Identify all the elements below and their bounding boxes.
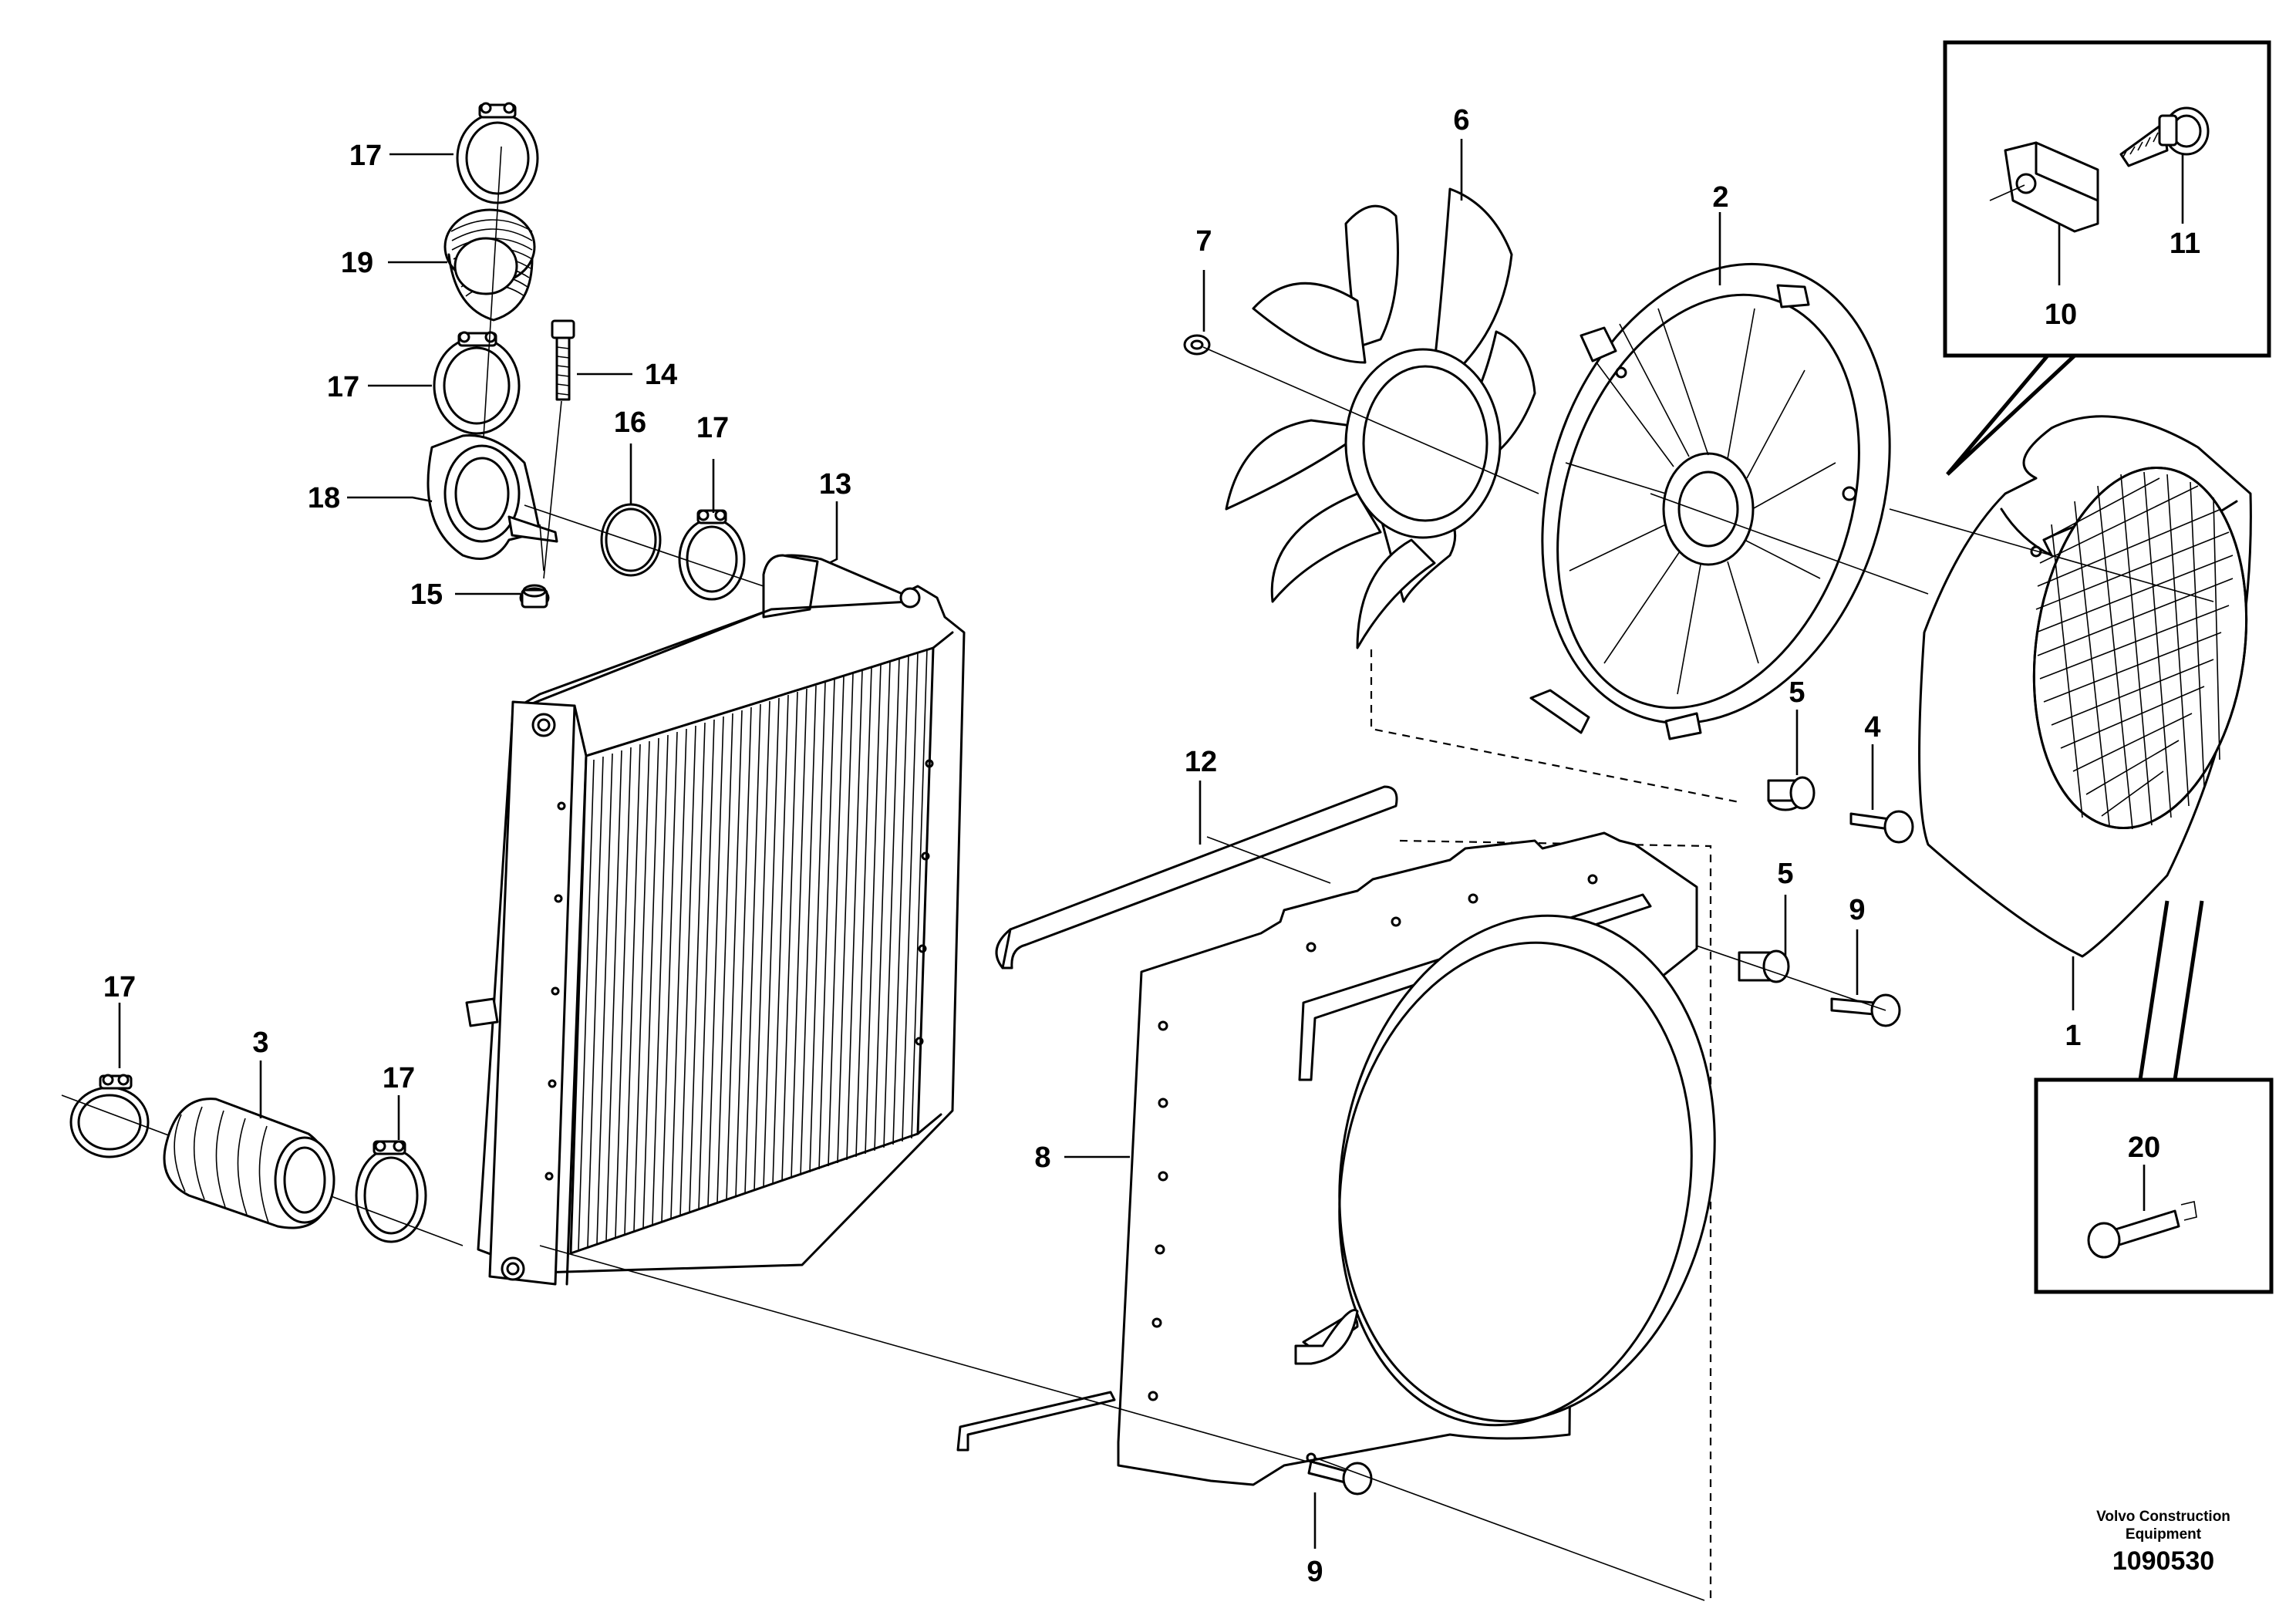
maker-name-line1: Volvo Construction <box>2096 1509 2230 1525</box>
callout-19: 19 <box>341 247 373 279</box>
spacer-5-lower <box>1738 949 1790 983</box>
cooler-13 <box>465 554 966 1286</box>
bolt-9-right <box>1830 993 1901 1027</box>
callout-9: 9 <box>1306 1556 1323 1588</box>
fan-ring-2 <box>1529 262 1891 740</box>
callout-17: 17 <box>696 412 729 444</box>
callout-5: 5 <box>1789 676 1805 709</box>
washer-7 <box>1183 334 1211 356</box>
callout-4: 4 <box>1864 711 1880 744</box>
spacer-5-upper <box>1767 776 1816 811</box>
leader-lines <box>118 139 2184 1549</box>
callout-14: 14 <box>645 359 677 391</box>
callout-16: 16 <box>614 406 646 439</box>
o-ring-16 <box>600 503 662 577</box>
callout-11: 11 <box>2170 228 2200 260</box>
hose-clamp-17-elbow <box>678 509 746 601</box>
cooler-core-fins <box>578 648 928 1250</box>
callout-7: 7 <box>1195 225 1212 258</box>
guard-1 <box>1918 415 2252 958</box>
callout-13: 13 <box>819 468 851 501</box>
callout-17: 17 <box>349 140 382 172</box>
elbow-18 <box>426 433 558 572</box>
bellows-19 <box>443 208 536 322</box>
drawing-number: 1090530 <box>2112 1546 2214 1576</box>
bolt-4 <box>1849 810 1914 844</box>
drawing-footer: Volvo Construction Equipment 1090530 <box>2096 1509 2230 1576</box>
seal-strip-12 <box>995 785 1398 969</box>
fan-6 <box>1225 187 1536 649</box>
detail-box-10-11 <box>1943 40 2271 476</box>
callout-17: 17 <box>103 971 136 1003</box>
callout-labels: 17 19 17 14 16 17 18 15 13 6 7 2 11 10 5… <box>103 104 2200 1588</box>
hose-3 <box>163 1098 335 1229</box>
callout-20: 20 <box>2128 1131 2160 1164</box>
callout-17: 17 <box>383 1062 415 1094</box>
hose-clamp-17-lower-left <box>69 1074 150 1158</box>
callout-17: 17 <box>327 371 359 403</box>
mount-guide-lower <box>1399 839 1712 1600</box>
callout-6: 6 <box>1453 104 1469 137</box>
seal-strip-lower <box>956 1391 1116 1452</box>
hose-clamp-17-top <box>456 102 539 204</box>
bolt-14 <box>543 319 575 579</box>
fan-shroud-8 <box>1117 831 1716 1486</box>
callout-3: 3 <box>252 1027 268 1059</box>
hose-clamp-17-mid <box>433 331 521 435</box>
callout-2: 2 <box>1712 181 1728 214</box>
callout-18: 18 <box>308 482 340 514</box>
callout-1: 1 <box>2065 1020 2081 1052</box>
nut-15 <box>519 584 550 609</box>
guard-mesh <box>2035 471 2234 830</box>
detail-box-20 <box>2034 900 2274 1294</box>
callout-10: 10 <box>2045 298 2077 331</box>
hose-clamp-17-lower-right <box>355 1140 427 1243</box>
callout-12: 12 <box>1185 746 1217 778</box>
callout-8: 8 <box>1034 1141 1050 1174</box>
maker-name-line2: Equipment <box>2126 1526 2202 1543</box>
callout-9: 9 <box>1849 894 1865 926</box>
callout-5: 5 <box>1777 858 1793 890</box>
callout-15: 15 <box>410 578 443 611</box>
